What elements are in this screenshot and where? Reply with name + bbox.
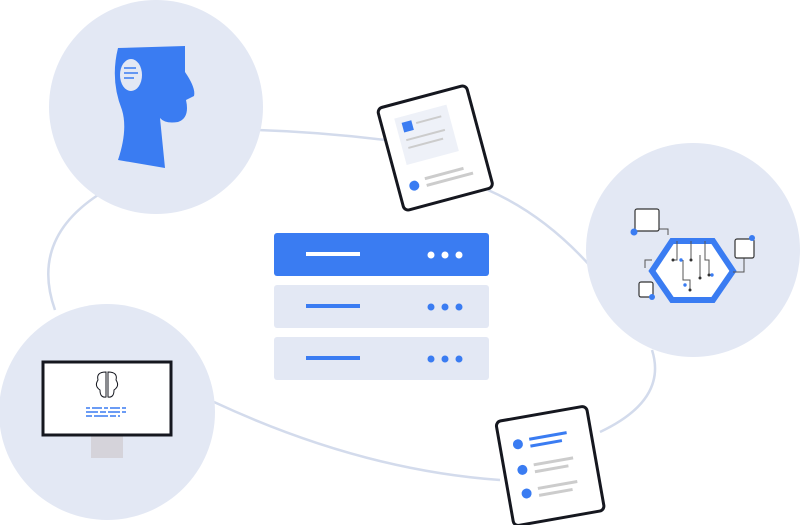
note-icon: [634, 208, 755, 298]
head-icon: [114, 46, 195, 168]
connector-doc-chip: [487, 188, 593, 269]
connector-head-monitor: [47, 193, 99, 311]
document-icon: [376, 84, 494, 212]
server-row-active[interactable]: [274, 233, 489, 276]
more-icon: [427, 303, 463, 311]
chip-icon: [630, 208, 755, 303]
connector-doc2-monitor: [213, 400, 501, 482]
brain-icon: [95, 371, 119, 398]
more-icon: [427, 251, 463, 259]
checklist-document-icon: [494, 405, 606, 525]
connector-lines: [47, 128, 657, 482]
more-icon: [427, 355, 463, 363]
server-row[interactable]: [274, 337, 489, 380]
monitor-icon: [41, 360, 173, 458]
server-list: [274, 233, 489, 380]
connector-chip-doc2: [599, 349, 657, 434]
connector-head-doc: [257, 128, 386, 142]
server-row[interactable]: [274, 285, 489, 328]
